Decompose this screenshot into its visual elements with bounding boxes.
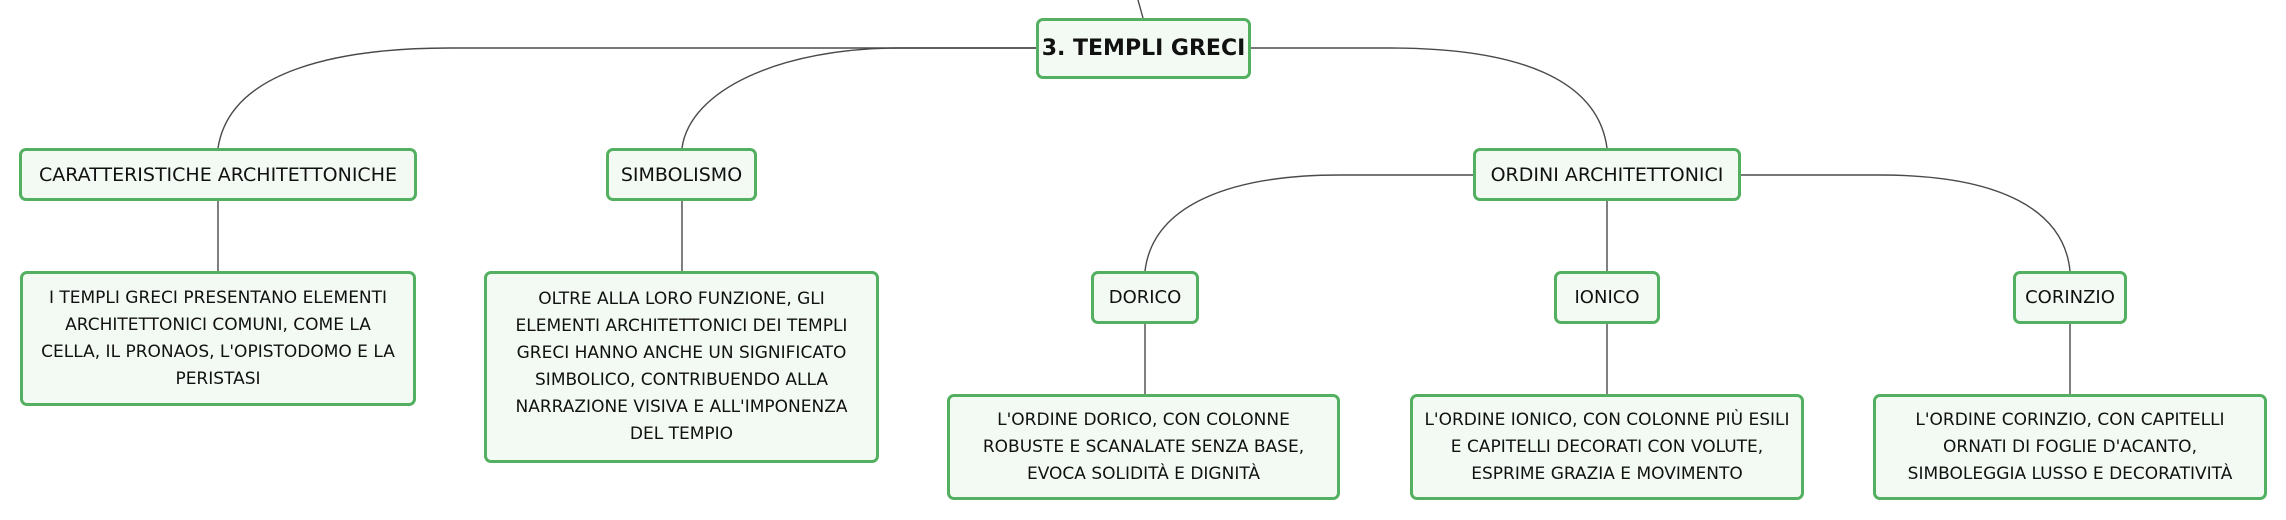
description-caratteristiche-text: I TEMPLI GRECI PRESENTANO ELEMENTI ARCHI… — [41, 287, 395, 389]
connector-root-simbolismo — [681, 47, 1038, 149]
topic-caratteristiche-label: CARATTERISTICHE ARCHITETTONICHE — [38, 163, 397, 186]
description-dorico-text: L'ORDINE DORICO, CON COLONNE ROBUSTE E S… — [982, 409, 1305, 484]
description-corinzio-text: L'ORDINE CORINZIO, CON CAPITELLI ORNATI … — [1907, 409, 2233, 484]
description-simbolismo[interactable]: OLTRE ALLA LORO FUNZIONE, GLI ELEMENTI A… — [484, 271, 879, 463]
connector-root-ordini — [1249, 47, 1608, 149]
description-simbolismo-text: OLTRE ALLA LORO FUNZIONE, GLI ELEMENTI A… — [515, 289, 848, 444]
topic-ordini-architettonici[interactable]: ORDINI ARCHITETTONICI — [1473, 148, 1741, 201]
description-caratteristiche[interactable]: I TEMPLI GRECI PRESENTANO ELEMENTI ARCHI… — [20, 271, 416, 406]
topic-ordini-label: ORDINI ARCHITETTONICI — [1490, 163, 1724, 186]
topic-caratteristiche-architettoniche[interactable]: CARATTERISTICHE ARCHITETTONICHE — [19, 148, 417, 201]
description-ionico[interactable]: L'ORDINE IONICO, CON COLONNE PIÙ ESILI E… — [1410, 394, 1804, 500]
topic-simbolismo-label: SIMBOLISMO — [620, 163, 743, 186]
description-ionico-text: L'ORDINE IONICO, CON COLONNE PIÙ ESILI E… — [1424, 409, 1790, 484]
subtopic-corinzio[interactable]: CORINZIO — [2013, 271, 2127, 324]
description-dorico[interactable]: L'ORDINE DORICO, CON COLONNE ROBUSTE E S… — [947, 394, 1340, 500]
root-label: 3. TEMPLI GRECI — [1041, 36, 1246, 61]
subtopic-ionico-label: IONICO — [1574, 287, 1640, 308]
description-corinzio[interactable]: L'ORDINE CORINZIO, CON CAPITELLI ORNATI … — [1873, 394, 2267, 500]
subtopic-corinzio-label: CORINZIO — [2025, 287, 2115, 308]
connector-ordini-dorico — [1144, 174, 1473, 272]
subtopic-ionico[interactable]: IONICO — [1554, 271, 1660, 324]
connector-root-caratteristiche — [217, 47, 1038, 149]
subtopic-dorico[interactable]: DORICO — [1091, 271, 1199, 324]
root-node[interactable]: 3. TEMPLI GRECI — [1036, 18, 1251, 79]
topic-simbolismo[interactable]: SIMBOLISMO — [606, 148, 757, 201]
connector-root-parent — [1137, 0, 1144, 19]
subtopic-dorico-label: DORICO — [1108, 287, 1182, 308]
connector-ordini-corinzio — [1741, 174, 2071, 272]
